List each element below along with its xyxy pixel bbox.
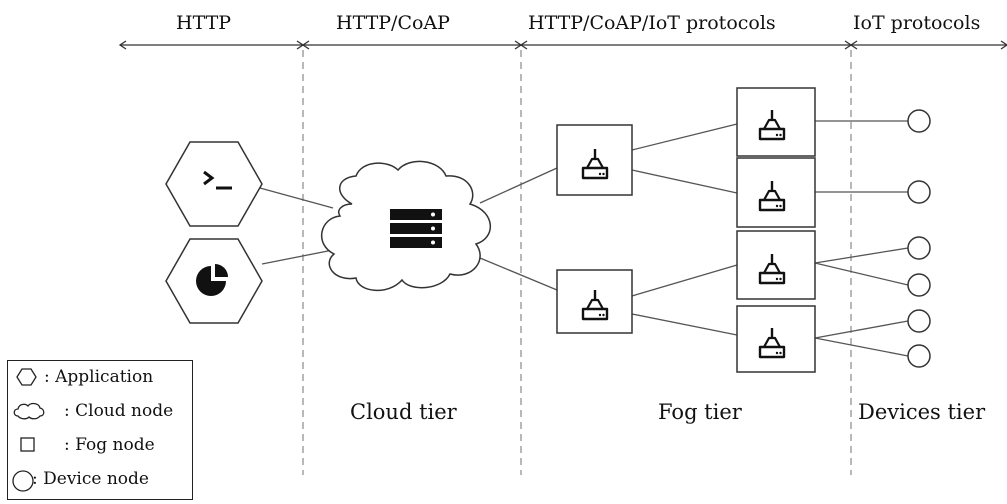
protocol-label-http-coap-iot: HTTP/CoAP/IoT protocols — [528, 12, 776, 34]
fog-node-2 — [556, 269, 633, 334]
device-node-6 — [907, 344, 931, 368]
protocol-label-iot: IoT protocols — [853, 12, 981, 34]
device-node-5 — [907, 309, 931, 333]
legend-row-application: : Application — [8, 363, 192, 389]
legend-label-device-node: : Device node — [32, 469, 149, 489]
device-node-2 — [907, 180, 931, 204]
tier-dividers — [302, 50, 852, 475]
fog-node-4 — [736, 157, 816, 228]
circle-icon — [12, 470, 34, 492]
cloud-node — [320, 160, 492, 292]
device-nodes — [907, 109, 931, 368]
tier-label-cloud: Cloud tier — [350, 400, 457, 424]
legend-row-device: : Device node — [8, 465, 192, 492]
device-node-1 — [907, 109, 931, 133]
device-node-4 — [907, 273, 931, 297]
legend: : Application : Cloud node : Fog node : … — [7, 360, 193, 500]
tier-label-devices: Devices tier — [858, 400, 986, 424]
pie-chart-icon — [196, 264, 228, 296]
application-node-chart — [165, 238, 263, 324]
legend-row-fog: : Fog node — [8, 431, 192, 457]
tier-label-fog: Fog tier — [658, 400, 742, 424]
protocol-arrows — [118, 40, 1007, 50]
fog-node-5 — [736, 230, 816, 300]
terminal-icon — [203, 170, 232, 190]
connections — [259, 120, 909, 357]
server-stack-icon — [390, 209, 442, 248]
cloud-icon — [13, 402, 45, 420]
legend-row-cloud: : Cloud node — [8, 397, 192, 423]
application-node-terminal — [165, 141, 263, 227]
fog-node-1 — [556, 124, 633, 196]
legend-label-cloud-node: : Cloud node — [64, 401, 174, 421]
legend-label-fog-node: : Fog node — [64, 435, 155, 455]
protocol-label-http: HTTP — [176, 12, 232, 34]
hexagon-icon — [16, 368, 37, 386]
square-icon — [20, 437, 35, 452]
protocol-label-http-coap: HTTP/CoAP — [336, 12, 450, 34]
fog-node-6 — [736, 305, 816, 373]
legend-label-application: : Application — [44, 367, 154, 387]
fog-node-3 — [736, 87, 816, 157]
device-node-3 — [907, 236, 931, 260]
